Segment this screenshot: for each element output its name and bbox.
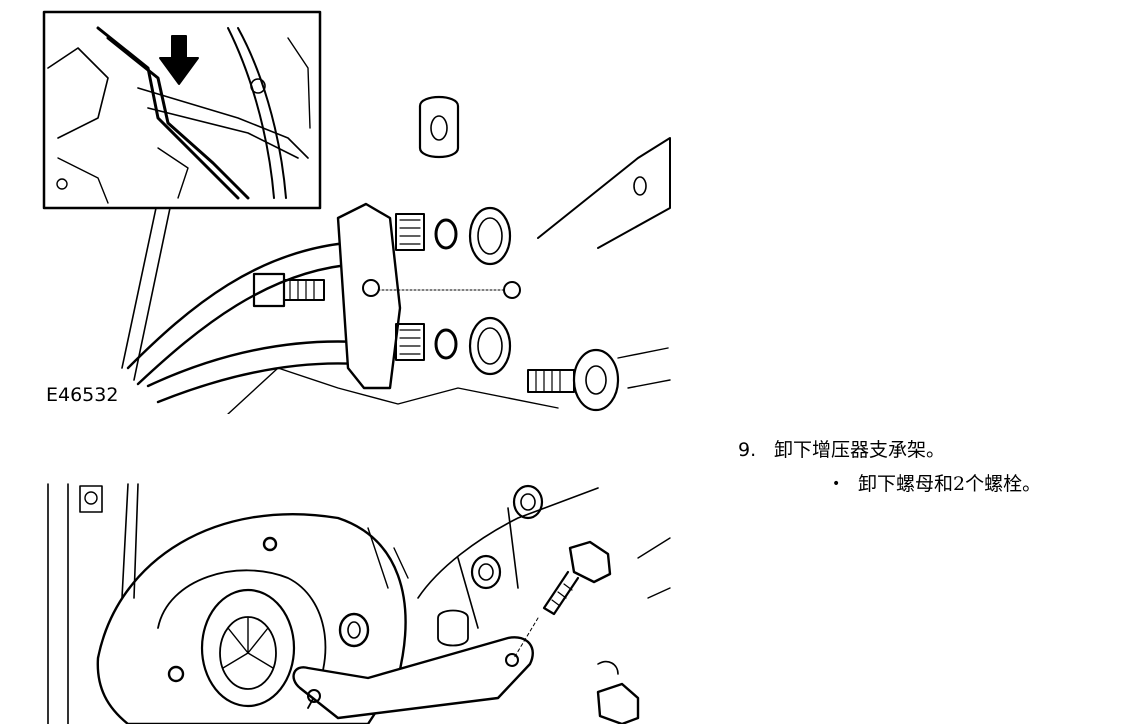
- substep-text: 卸下螺母和2个螺栓。: [858, 473, 1042, 495]
- illustration-pipe-flange: E46532: [38, 8, 678, 414]
- inset-frame: [42, 10, 322, 210]
- step-number: 9.: [738, 439, 757, 461]
- bullet-icon: •: [832, 476, 841, 492]
- substep-item: • 卸下螺母和2个螺栓。: [832, 470, 1132, 498]
- step-title: 卸下增压器支承架。: [774, 439, 946, 461]
- figure-label: E46532: [44, 384, 121, 406]
- turbo-bracket-drawing: [47, 483, 671, 724]
- pipe-flange-drawing: [42, 10, 671, 414]
- step-item: 9. 卸下增压器支承架。: [738, 436, 1128, 464]
- illustration-turbo-bracket: [38, 478, 678, 724]
- down-arrow-icon: [159, 35, 199, 85]
